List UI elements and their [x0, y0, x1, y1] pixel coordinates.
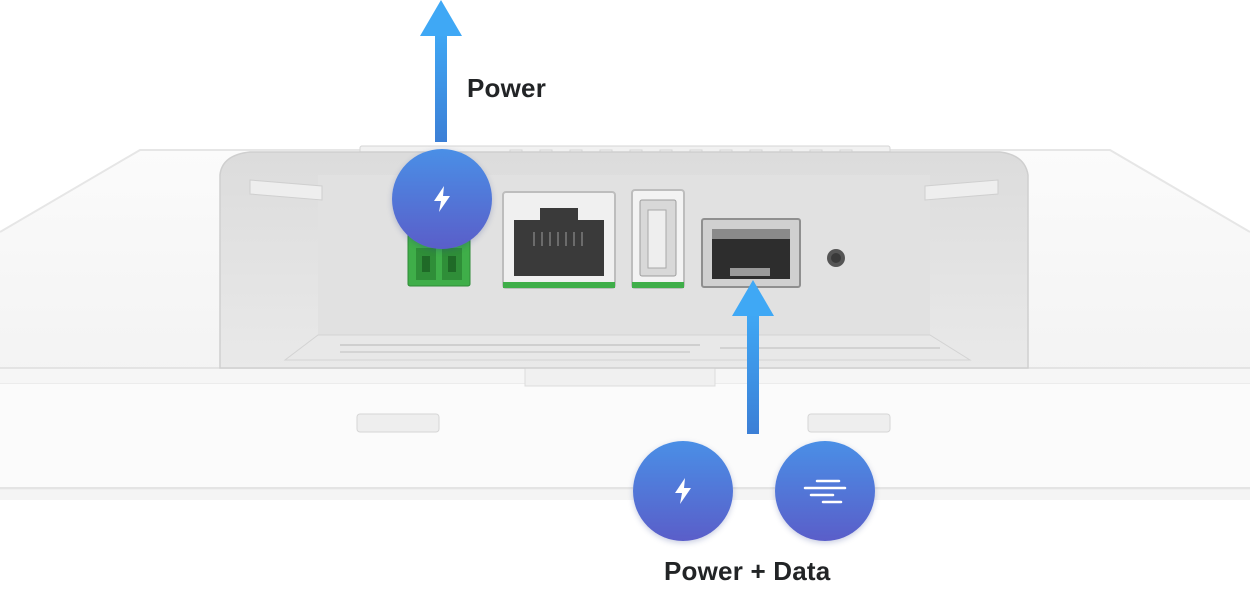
lightning-bolt-icon [675, 478, 691, 504]
data-badge [775, 441, 875, 541]
power-data-label: Power + Data [664, 556, 831, 586]
power-in-arrow [420, 0, 462, 142]
power-label: Power [467, 73, 547, 103]
power-data-in-arrow [732, 280, 774, 434]
power-badge-bottom [633, 441, 733, 541]
lightning-bolt-icon [434, 186, 450, 212]
port-bay [219, 151, 1029, 369]
reset-button-hole [827, 249, 845, 267]
power-badge-top [392, 149, 492, 249]
ethernet-port [502, 191, 616, 289]
sfp-port [701, 218, 801, 288]
data-lines-icon [803, 479, 847, 504]
usb-port [631, 189, 685, 289]
